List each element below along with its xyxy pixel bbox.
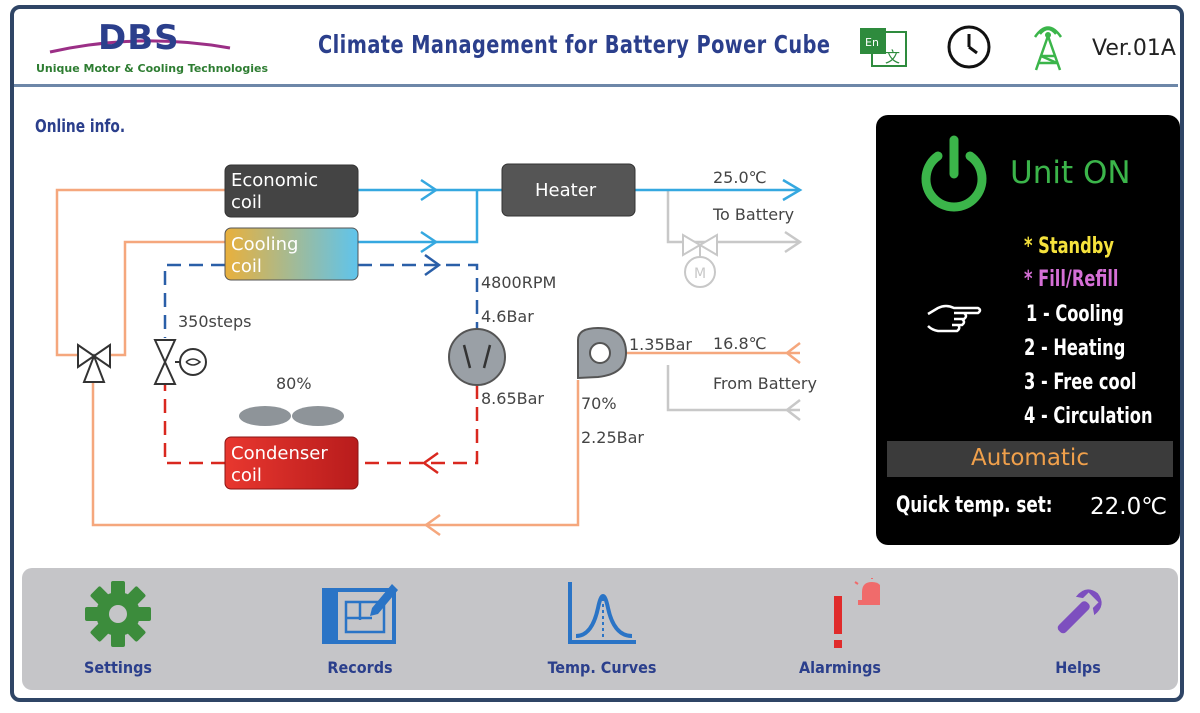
- mode-fill-refill[interactable]: * Fill/Refill: [1024, 267, 1119, 292]
- mode-setting-bar[interactable]: Automatic: [887, 441, 1173, 477]
- power-icon[interactable]: [918, 134, 990, 212]
- logo-swoosh: [49, 39, 231, 54]
- cooling-coil-label-1: Cooling: [231, 234, 298, 255]
- header-divider: [14, 84, 1178, 87]
- nav-alarmings-button[interactable]: Alarmings: [760, 568, 920, 690]
- valve-steps: 350steps: [178, 312, 251, 331]
- fan-speed: 80%: [276, 374, 312, 393]
- discharge-line: [163, 385, 479, 465]
- water-loop-lines: [55, 188, 800, 527]
- heater-label: Heater: [535, 180, 597, 201]
- alarm-icon: [800, 576, 886, 648]
- economic-coil-label-1: Economic: [231, 170, 318, 191]
- mode-setting-value: Automatic: [971, 445, 1089, 471]
- bottom-nav: [22, 568, 1178, 690]
- condenser-fan-icon: [239, 406, 344, 426]
- suction-line: [163, 263, 479, 338]
- clock-icon[interactable]: [946, 24, 992, 70]
- nav-helps-label: Helps: [1055, 658, 1101, 677]
- mode-cooling[interactable]: 1 - Cooling: [1026, 302, 1124, 327]
- nav-alarmings-label: Alarmings: [799, 658, 881, 677]
- pump-outlet-pressure: 2.25Bar: [581, 428, 644, 447]
- nav-settings-label: Settings: [84, 658, 152, 677]
- logo-text: DBS: [98, 18, 180, 58]
- nav-records-label: Records: [327, 658, 393, 677]
- bypass-valve-icon: M: [682, 233, 718, 288]
- pump-speed: 70%: [581, 394, 617, 413]
- return-arrow: [423, 513, 441, 537]
- mode-circulation[interactable]: 4 - Circulation: [1024, 404, 1153, 429]
- quick-temp-label: Quick temp. set:: [896, 493, 1053, 518]
- condenser-coil-label-1: Condenser: [231, 443, 328, 464]
- pointing-hand-icon: [924, 300, 984, 340]
- nav-temp-curves-label: Temp. Curves: [547, 658, 657, 677]
- economic-coil-label-2: coil: [231, 192, 262, 213]
- discharge-arrow: [421, 451, 439, 475]
- suction-pressure: 4.6Bar: [481, 307, 534, 326]
- from-battery-arrow: [784, 342, 801, 364]
- discharge-pressure: 8.65Bar: [481, 389, 544, 408]
- version-label: Ver.01A: [1092, 36, 1176, 61]
- compressor-rpm: 4800RPM: [481, 273, 556, 292]
- three-way-valve-icon: [77, 343, 111, 383]
- lang-en-text: En: [865, 36, 879, 49]
- mode-standby[interactable]: * Standby: [1024, 234, 1114, 259]
- condenser-coil: [224, 436, 359, 490]
- heater-box: [501, 163, 636, 217]
- unit-status: Unit ON: [1010, 155, 1131, 191]
- to-battery-label: To Battery: [712, 205, 794, 224]
- quick-temp-value[interactable]: 22.0℃: [1090, 494, 1168, 520]
- bypass-lines: [666, 190, 803, 421]
- return-temp: 16.8℃: [713, 334, 767, 353]
- from-battery-label: From Battery: [713, 374, 817, 393]
- lang-cn-text: 文: [885, 48, 900, 66]
- pump-pressure: 1.35Bar: [629, 335, 692, 354]
- compressor-icon: [448, 328, 506, 386]
- language-icon[interactable]: En 文: [858, 26, 910, 70]
- condenser-coil-label-2: coil: [231, 465, 262, 486]
- supply-lines: [358, 178, 803, 254]
- cooling-coil: [224, 227, 359, 281]
- dbs-logo: DBS: [30, 18, 260, 80]
- process-diagram: M Economic coil Cooling coil Condenser: [55, 163, 817, 537]
- nav-settings-button[interactable]: Settings: [38, 568, 198, 690]
- section-title: Online info.: [35, 116, 126, 137]
- expansion-valve-icon: [153, 339, 207, 385]
- curve-icon: [562, 578, 642, 648]
- water-pump-icon: [577, 326, 628, 380]
- svg-text:M: M: [694, 266, 706, 282]
- wrench-icon: [1038, 578, 1118, 648]
- economic-coil: [224, 164, 359, 218]
- signal-tower-icon[interactable]: [1028, 22, 1068, 72]
- suction-arrow: [424, 253, 442, 277]
- mode-free-cool[interactable]: 3 - Free cool: [1024, 370, 1137, 395]
- mode-heating[interactable]: 2 - Heating: [1024, 336, 1126, 361]
- nav-helps-button[interactable]: Helps: [998, 568, 1158, 690]
- gear-icon: [78, 578, 158, 648]
- nav-temp-curves-button[interactable]: Temp. Curves: [522, 568, 682, 690]
- logo-subtitle: Unique Motor & Cooling Technologies: [36, 62, 269, 75]
- nav-records-button[interactable]: Records: [280, 568, 440, 690]
- page-title: Climate Management for Battery Power Cub…: [318, 30, 831, 59]
- supply-temp: 25.0℃: [713, 168, 767, 187]
- blueprint-icon: [320, 578, 400, 648]
- cooling-coil-label-2: coil: [231, 256, 262, 277]
